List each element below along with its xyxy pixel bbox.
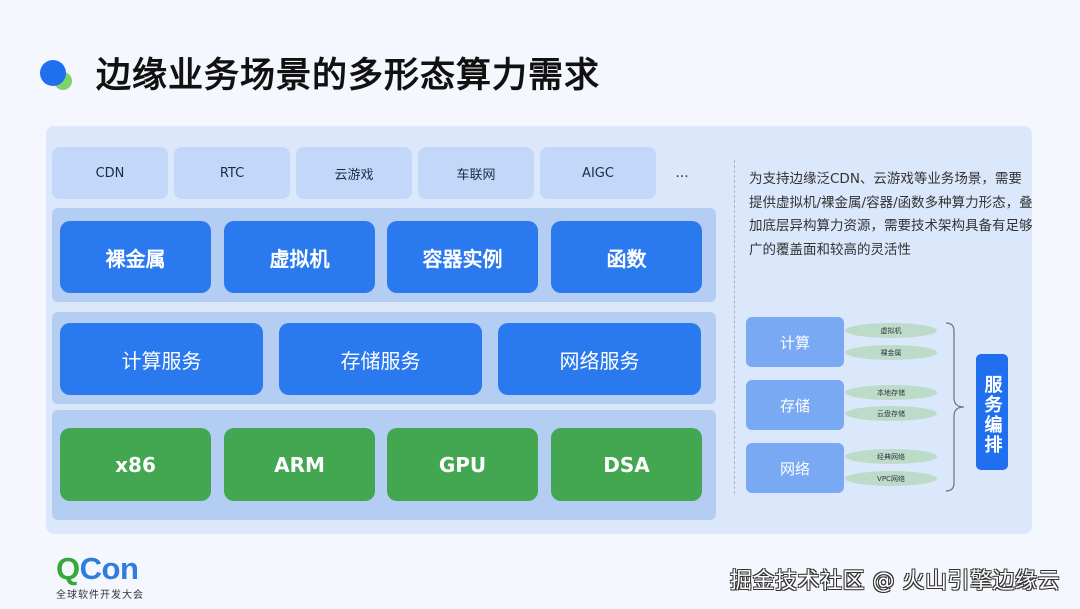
scenario-aigc: AIGC	[540, 147, 656, 199]
hw-arm: ARM	[224, 428, 375, 501]
hardware-layer: x86 ARM GPU DSA	[52, 410, 716, 520]
service-storage: 存储服务	[279, 323, 482, 395]
scenario-more: ...	[675, 165, 689, 181]
hw-dsa: DSA	[551, 428, 702, 501]
orch-item-cloud-disk: 云盘存储	[845, 406, 937, 421]
description-text: 为支持边缘泛CDN、云游戏等业务场景，需要提供虚拟机/裸金属/容器/函数多种算力…	[749, 171, 1033, 258]
brace-icon	[945, 322, 965, 492]
hw-x86: x86	[60, 428, 211, 501]
form-bare-metal: 裸金属	[60, 221, 211, 293]
service-compute: 计算服务	[60, 323, 263, 395]
orch-item-vm: 虚拟机	[845, 323, 937, 338]
logo-q: Q	[56, 551, 80, 586]
business-scenarios-row: CDN RTC 云游戏 车联网 AIGC ...	[52, 147, 702, 199]
scenario-cdn: CDN	[52, 147, 168, 199]
orch-compute: 计算	[746, 317, 844, 367]
service-network: 网络服务	[498, 323, 701, 395]
logo-subtitle: 全球软件开发大会	[56, 590, 144, 601]
title-bullet-icon	[40, 52, 80, 92]
form-vm: 虚拟机	[224, 221, 375, 293]
logo-con: Con	[79, 551, 139, 586]
watermark: 掘金技术社区 @ 火山引擎边缘云	[730, 569, 1060, 594]
form-function: 函数	[551, 221, 702, 293]
hw-gpu: GPU	[387, 428, 538, 501]
orch-storage: 存储	[746, 380, 844, 430]
scenario-iov: 车联网	[418, 147, 534, 199]
scenario-rtc: RTC	[174, 147, 290, 199]
orch-network: 网络	[746, 443, 844, 493]
title-row: 边缘业务场景的多形态算力需求	[40, 42, 600, 102]
orch-item-local-storage: 本地存储	[845, 385, 937, 400]
service-orchestration-label: 服务编排	[976, 354, 1008, 470]
scenario-cloud-gaming: 云游戏	[296, 147, 412, 199]
orch-item-vpc: VPC网络	[845, 471, 937, 486]
orch-item-bare-metal: 裸金属	[845, 345, 937, 360]
orch-item-classic-network: 经典网络	[845, 449, 937, 464]
compute-forms-layer: 裸金属 虚拟机 容器实例 函数	[52, 208, 716, 302]
qcon-logo: QCon 全球软件开发大会	[56, 551, 144, 602]
description-panel: 为支持边缘泛CDN、云游戏等业务场景，需要提供虚拟机/裸金属/容器/函数多种算力…	[734, 160, 1034, 494]
page-title: 边缘业务场景的多形态算力需求	[96, 55, 601, 96]
form-container: 容器实例	[387, 221, 538, 293]
services-layer: 计算服务 存储服务 网络服务	[52, 312, 716, 404]
